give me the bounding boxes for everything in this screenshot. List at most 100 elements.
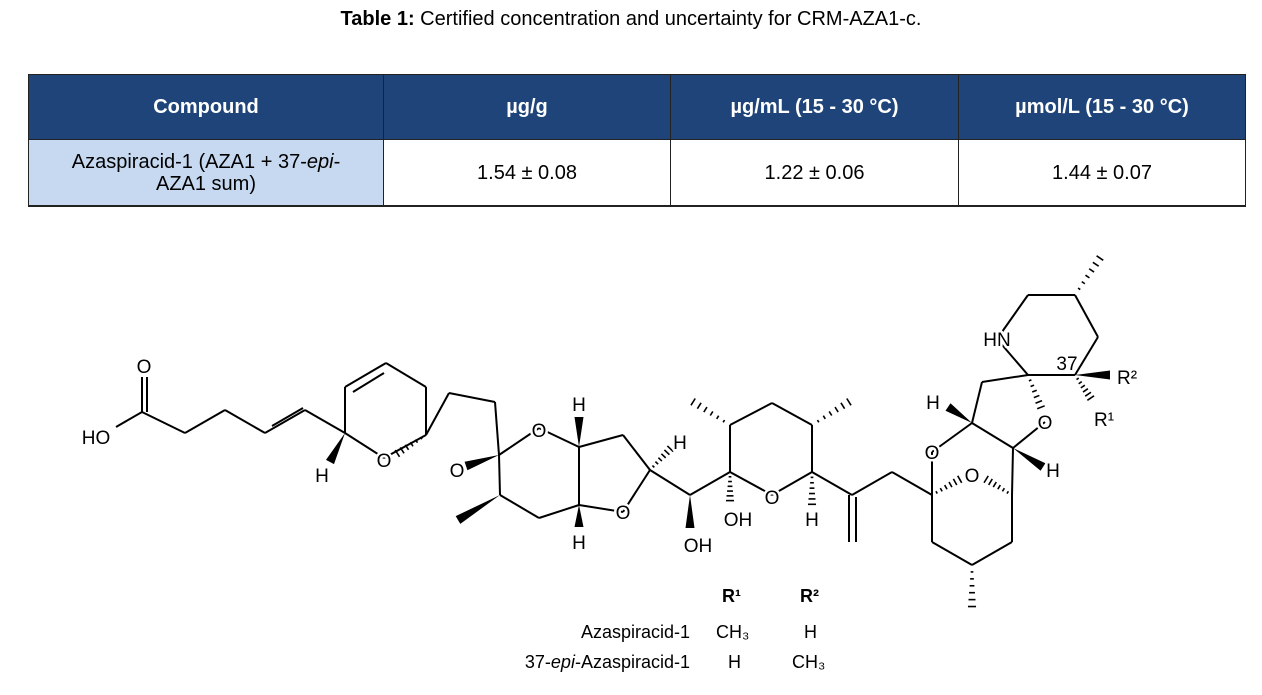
header-compound: Compound	[28, 74, 384, 140]
bond	[996, 338, 1029, 376]
bond	[344, 362, 387, 388]
bond	[498, 427, 540, 456]
hashed-bond	[828, 410, 833, 416]
bond	[385, 362, 427, 388]
hashed-bond	[1031, 389, 1038, 393]
caption-text: Certified concentration and uncertainty …	[414, 8, 922, 30]
hashed-bond	[992, 481, 997, 488]
atom-label: O	[532, 421, 547, 442]
cell-ug-g: 1.54 ± 0.08	[383, 139, 671, 207]
hashed-bond	[987, 478, 993, 486]
legend-row2-r2: CH₃	[792, 652, 826, 672]
hashed-bond	[943, 484, 948, 490]
atom-label: HO	[82, 428, 111, 449]
bond	[538, 427, 580, 448]
wedge-bond	[455, 495, 500, 524]
atom-label: O	[765, 488, 780, 509]
legend-name: -Azaspiracid-1	[574, 652, 690, 672]
hashed-bond	[1081, 280, 1086, 285]
wedge-bond	[1013, 448, 1046, 471]
compound-epi: epi	[306, 150, 334, 173]
hashed-bond	[663, 449, 670, 456]
hashed-bond	[1006, 490, 1010, 494]
bond	[271, 407, 304, 427]
bond	[622, 469, 651, 513]
header-ug-g: µg/g	[383, 74, 671, 140]
hashed-bond	[651, 464, 655, 468]
bond	[1074, 294, 1099, 338]
bond	[264, 409, 306, 434]
hashed-bond	[1001, 487, 1006, 492]
atom-label: O	[965, 466, 980, 487]
bond	[115, 411, 143, 428]
legend-name-epi: epi	[550, 652, 575, 672]
hashed-bond	[846, 398, 852, 406]
atom-label: HN	[983, 330, 1010, 351]
wedge-bond	[945, 403, 972, 423]
atom-label: H	[805, 510, 819, 531]
compound-dash: -	[333, 150, 341, 173]
atom-label: H	[926, 393, 940, 414]
atom-label: H	[315, 466, 329, 487]
bond	[931, 422, 973, 453]
hashed-bond	[404, 444, 410, 451]
atom-label: R²	[1117, 368, 1137, 389]
hashed-bond	[840, 402, 846, 410]
legend-row-name: 37-epi-Azaspiracid-1	[525, 652, 690, 673]
hashed-bond	[997, 484, 1002, 490]
atom-label: H	[572, 533, 586, 554]
hashed-bond	[1082, 388, 1089, 393]
hashed-bond	[399, 447, 405, 454]
atom-label: H	[1046, 461, 1060, 482]
bond	[851, 471, 893, 496]
bond	[729, 402, 773, 426]
hashed-bond	[1035, 399, 1043, 404]
atom-label: O	[377, 451, 392, 472]
hashed-bond	[1085, 274, 1090, 279]
bond	[538, 504, 580, 519]
hashed-bond	[654, 461, 659, 465]
hashed-bond	[414, 439, 419, 444]
bond	[689, 471, 731, 496]
bond	[971, 541, 1013, 566]
bond	[649, 469, 691, 496]
legend-name: Azaspiracid-1	[580, 622, 690, 642]
hashed-bond	[1030, 384, 1035, 388]
cell-umol-l: 1.44 ± 0.07	[958, 139, 1246, 207]
bond	[1074, 336, 1099, 376]
compound-line2: AZA1 sum)	[155, 172, 257, 195]
header-umol-l: µmol/L (15 - 30 °C)	[958, 74, 1246, 140]
cell-compound: Azaspiracid-1 (AZA1 + 37-epi-AZA1 sum)	[28, 139, 384, 207]
legend-r1-header: R¹	[722, 586, 741, 606]
hashed-bond	[822, 415, 826, 420]
bond	[622, 434, 651, 471]
wedge-bond	[574, 417, 584, 447]
bond	[1011, 447, 1014, 496]
hashed-bond	[1080, 384, 1086, 389]
hashed-bond	[1086, 395, 1095, 402]
hashed-bond	[948, 481, 953, 488]
bond	[494, 401, 500, 456]
hashed-bond	[394, 449, 401, 458]
table-row: Azaspiracid-1 (AZA1 + 37-epi-AZA1 sum) 1…	[28, 139, 1246, 207]
bond	[771, 471, 813, 496]
hashed-bond	[657, 457, 663, 462]
hashed-bond	[660, 453, 667, 459]
atom-label: O	[925, 443, 940, 464]
hashed-bond	[952, 478, 958, 486]
bond	[971, 422, 1014, 449]
hashed-bond	[816, 419, 820, 423]
bond	[811, 471, 853, 496]
bond	[224, 409, 266, 434]
bond	[344, 432, 385, 459]
header-ug-ml: µg/mL (15 - 30 °C)	[670, 74, 959, 140]
hashed-bond	[696, 402, 702, 410]
legend-row2-r1: H	[728, 652, 741, 672]
certified-values-table: Compound µg/g µg/mL (15 - 30 °C) µmol/L …	[28, 74, 1246, 207]
bond	[971, 381, 983, 424]
atom-label: O	[137, 357, 152, 378]
hashed-bond	[834, 406, 839, 413]
bond	[141, 411, 186, 434]
atom-label: O	[450, 461, 465, 482]
bond	[499, 494, 540, 519]
